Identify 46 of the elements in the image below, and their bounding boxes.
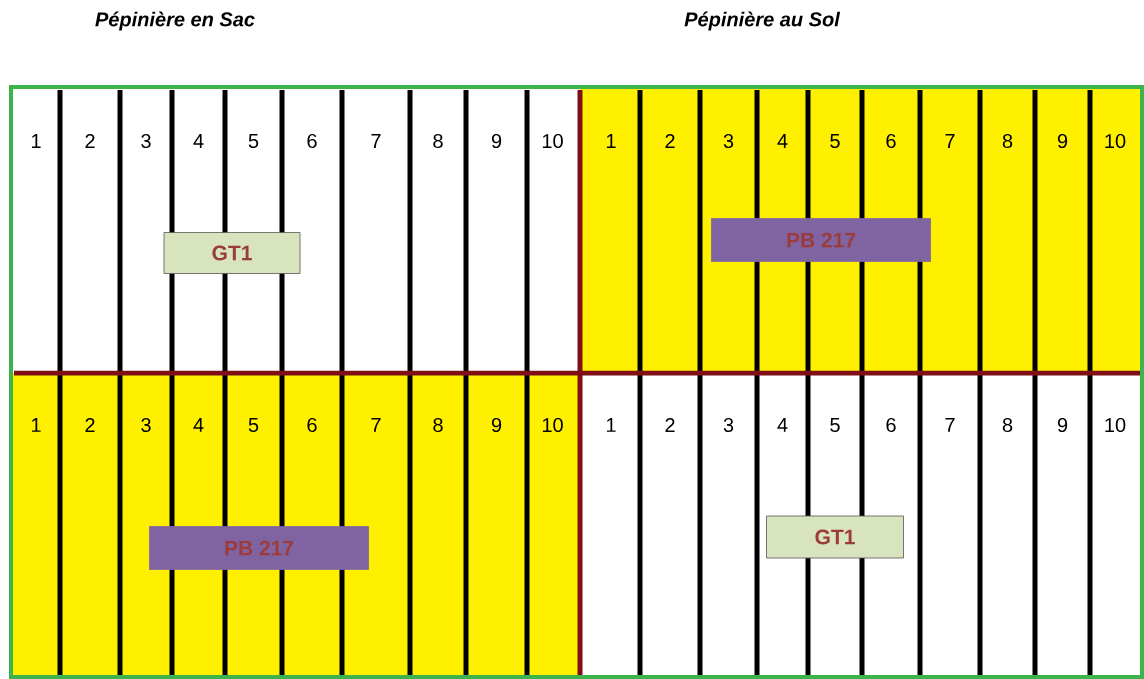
variety-label: PB 217 <box>711 218 931 262</box>
row-number: 10 <box>1105 417 1126 433</box>
row-number: 5 <box>248 134 259 148</box>
row-number: 1 <box>31 134 41 148</box>
row-number: 6 <box>886 133 896 149</box>
row-number: 5 <box>830 418 840 432</box>
row-number: 9 <box>491 133 502 149</box>
heading: Pépinière au Sol <box>684 11 841 31</box>
row-number: 7 <box>371 134 381 148</box>
row-number: 2 <box>665 134 675 148</box>
row-number: 5 <box>248 418 259 432</box>
variety-label: PB 217 <box>149 526 369 570</box>
row-number: 2 <box>85 418 95 432</box>
variety-label: GT1 <box>766 515 904 559</box>
variety-label: GT1 <box>163 232 301 274</box>
row-number: 4 <box>777 418 788 432</box>
row-number: 4 <box>193 134 204 148</box>
row-number: 3 <box>141 133 151 149</box>
row-number: 8 <box>1002 417 1013 433</box>
row-number: 3 <box>723 417 734 433</box>
row-number: 8 <box>433 133 443 149</box>
row-number: 8 <box>1002 133 1013 149</box>
row-number: 10 <box>542 133 563 149</box>
row-number: 7 <box>945 418 955 432</box>
row-number: 4 <box>193 418 204 432</box>
row-number: 6 <box>886 417 896 433</box>
row-number: 2 <box>85 134 95 148</box>
heading: Pépinière en Sac <box>95 11 255 31</box>
row-number: 7 <box>371 418 381 432</box>
row-number: 6 <box>307 133 317 149</box>
row-number: 1 <box>606 418 616 432</box>
row-number: 2 <box>665 418 675 432</box>
row-number: 7 <box>945 134 955 148</box>
row-number: 9 <box>1057 417 1068 433</box>
row-number: 8 <box>433 417 443 433</box>
row-number: 4 <box>777 134 788 148</box>
row-number: 3 <box>141 417 151 433</box>
row-number: 6 <box>307 417 317 433</box>
row-number: 9 <box>1057 133 1068 149</box>
row-number: 3 <box>723 133 734 149</box>
row-number: 1 <box>31 418 41 432</box>
row-number: 9 <box>491 417 502 433</box>
row-number: 5 <box>830 134 840 148</box>
row-number: 1 <box>606 134 616 148</box>
row-number: 10 <box>1105 133 1126 149</box>
row-number: 10 <box>542 417 563 433</box>
